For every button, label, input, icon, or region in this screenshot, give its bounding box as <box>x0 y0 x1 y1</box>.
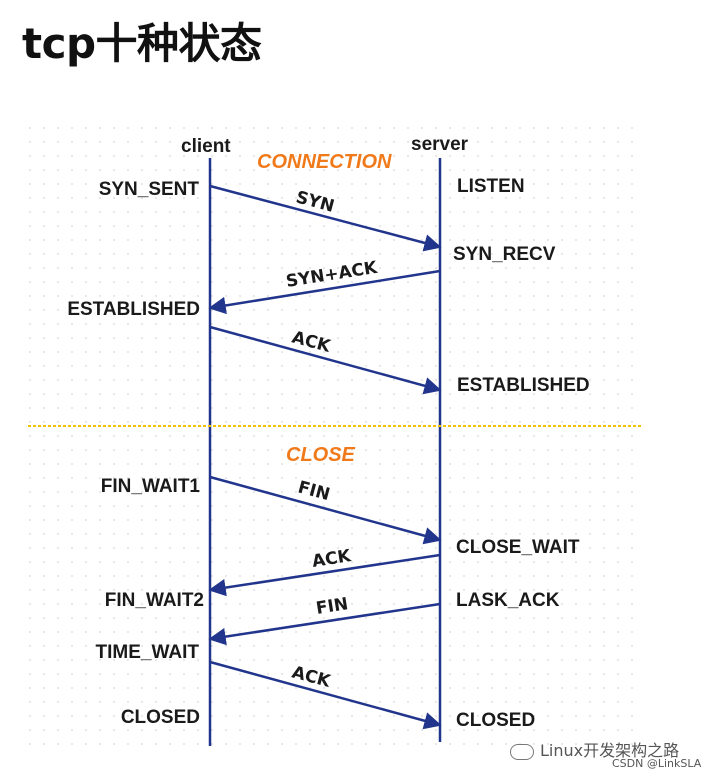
client-state-syn-sent: SYN_SENT <box>99 179 200 200</box>
server-state-lask-ack: LASK_ACK <box>456 590 560 611</box>
arrow-syn <box>209 184 442 252</box>
server-state-listen: LISTEN <box>457 176 525 197</box>
server-state-close-wait: CLOSE_WAIT <box>456 537 580 558</box>
watermark-text: Linux开发架构之路 <box>540 741 680 760</box>
client-state-fin-wait1: FIN_WAIT1 <box>101 476 201 497</box>
arrow-ack-3 <box>209 660 442 730</box>
client-state-closed: CLOSED <box>121 707 200 728</box>
arrow-syn-ack <box>208 269 441 315</box>
dotted-background <box>28 120 643 748</box>
close-label: CLOSE <box>286 444 356 466</box>
arrow-fin-2 <box>208 602 441 646</box>
server-state-syn-recv: SYN_RECV <box>453 244 556 265</box>
client-state-established: ESTABLISHED <box>67 299 200 320</box>
arrow-fin-1 <box>209 475 442 545</box>
arrow-ack-2 <box>208 553 441 597</box>
server-header: server <box>411 134 469 155</box>
csdn-credit: CSDN @LinkSLA <box>612 757 702 770</box>
server-state-closed: CLOSED <box>456 710 535 731</box>
arrow-ack-1 <box>209 325 442 395</box>
server-state-established: ESTABLISHED <box>457 375 590 396</box>
message-fin-2: FIN <box>315 594 350 619</box>
connection-label: CONNECTION <box>257 151 392 173</box>
client-state-fin-wait2: FIN_WAIT2 <box>105 590 204 611</box>
client-header: client <box>181 136 231 157</box>
wechat-icon <box>510 743 534 760</box>
page-title: tcp十种状态 <box>22 19 262 68</box>
client-state-time-wait: TIME_WAIT <box>96 642 200 663</box>
watermark: Linux开发架构之路 <box>510 737 679 761</box>
